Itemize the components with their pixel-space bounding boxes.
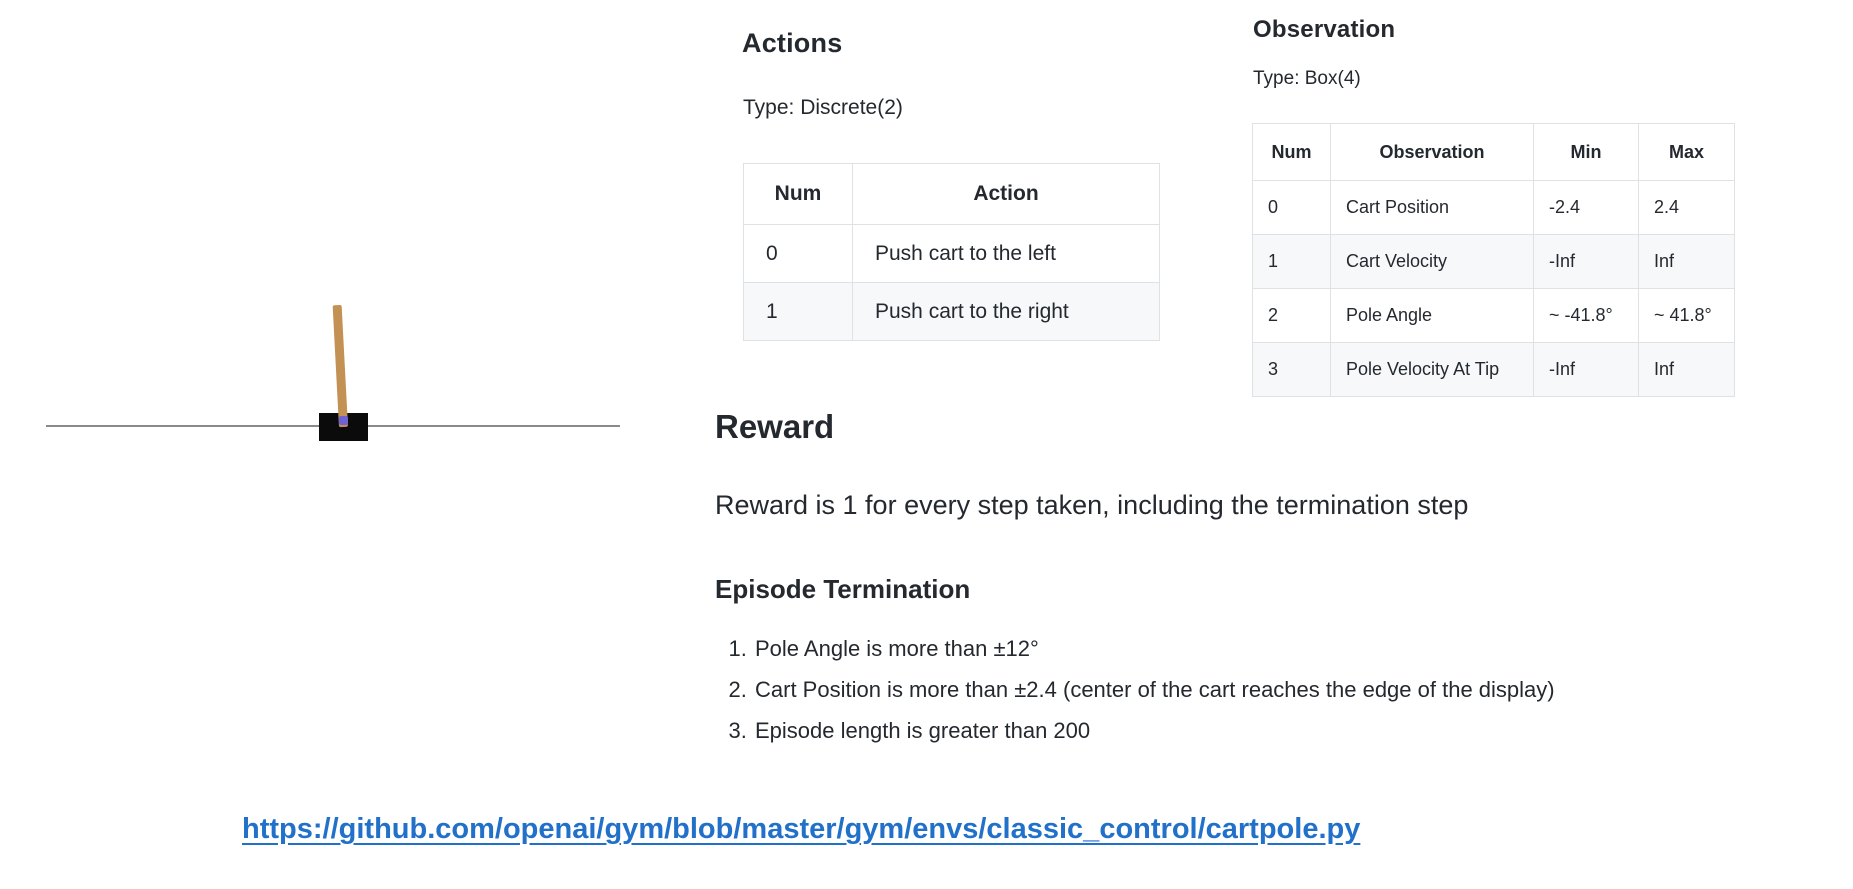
list-item: Pole Angle is more than ±12° xyxy=(753,636,1733,661)
list-item: Cart Position is more than ±2.4 (center … xyxy=(753,677,1733,702)
table-cell: 1 xyxy=(1252,234,1331,289)
episode-termination-title: Episode Termination xyxy=(715,574,971,604)
table-cell: -Inf xyxy=(1533,342,1639,397)
observation-table: Num Observation Min Max 0 Cart Position … xyxy=(1252,123,1735,397)
actions-section-title: Actions xyxy=(742,28,843,58)
list-item: Episode length is greater than 200 xyxy=(753,718,1733,743)
table-cell: Pole Velocity At Tip xyxy=(1330,342,1534,397)
reward-section-title: Reward xyxy=(715,408,835,445)
table-cell: 2.4 xyxy=(1638,180,1735,235)
table-cell: Push cart to the right xyxy=(852,282,1160,341)
table-cell: Cart Velocity xyxy=(1330,234,1534,289)
observation-header-num: Num xyxy=(1252,123,1331,181)
table-cell: -Inf xyxy=(1533,234,1639,289)
actions-header-action: Action xyxy=(852,163,1160,225)
observation-table-header-row: Num Observation Min Max xyxy=(1252,123,1735,181)
table-row: 3 Pole Velocity At Tip -Inf Inf xyxy=(1252,342,1735,397)
cartpole-axle xyxy=(339,416,348,425)
table-cell: Inf xyxy=(1638,234,1735,289)
actions-table-header-row: Num Action xyxy=(743,163,1160,225)
table-row: 0 Push cart to the left xyxy=(743,224,1160,283)
cartpole-pole xyxy=(332,304,348,428)
episode-termination-list: Pole Angle is more than ±12° Cart Positi… xyxy=(715,636,1733,759)
observation-header-max: Max xyxy=(1638,123,1735,181)
table-cell: ~ 41.8° xyxy=(1638,288,1735,343)
table-cell: 1 xyxy=(743,282,853,341)
reward-description: Reward is 1 for every step taken, includ… xyxy=(715,490,1469,520)
observation-header-min: Min xyxy=(1533,123,1639,181)
observation-type-label: Type: Box(4) xyxy=(1253,68,1361,89)
table-cell: 0 xyxy=(743,224,853,283)
actions-table: Num Action 0 Push cart to the left 1 Pus… xyxy=(743,163,1160,341)
table-cell: Cart Position xyxy=(1330,180,1534,235)
table-row: 1 Push cart to the right xyxy=(743,282,1160,341)
table-cell: Push cart to the left xyxy=(852,224,1160,283)
table-cell: Pole Angle xyxy=(1330,288,1534,343)
github-source-link[interactable]: https://github.com/openai/gym/blob/maste… xyxy=(242,813,1361,845)
table-cell: 2 xyxy=(1252,288,1331,343)
table-row: 1 Cart Velocity -Inf Inf xyxy=(1252,234,1735,289)
actions-header-num: Num xyxy=(743,163,853,225)
observation-header-observation: Observation xyxy=(1330,123,1534,181)
actions-type-label: Type: Discrete(2) xyxy=(743,96,903,119)
observation-section-title: Observation xyxy=(1253,16,1396,43)
table-cell: 0 xyxy=(1252,180,1331,235)
table-cell: Inf xyxy=(1638,342,1735,397)
table-cell: ~ -41.8° xyxy=(1533,288,1639,343)
table-row: 2 Pole Angle ~ -41.8° ~ 41.8° xyxy=(1252,288,1735,343)
table-row: 0 Cart Position -2.4 2.4 xyxy=(1252,180,1735,235)
table-cell: 3 xyxy=(1252,342,1331,397)
table-cell: -2.4 xyxy=(1533,180,1639,235)
